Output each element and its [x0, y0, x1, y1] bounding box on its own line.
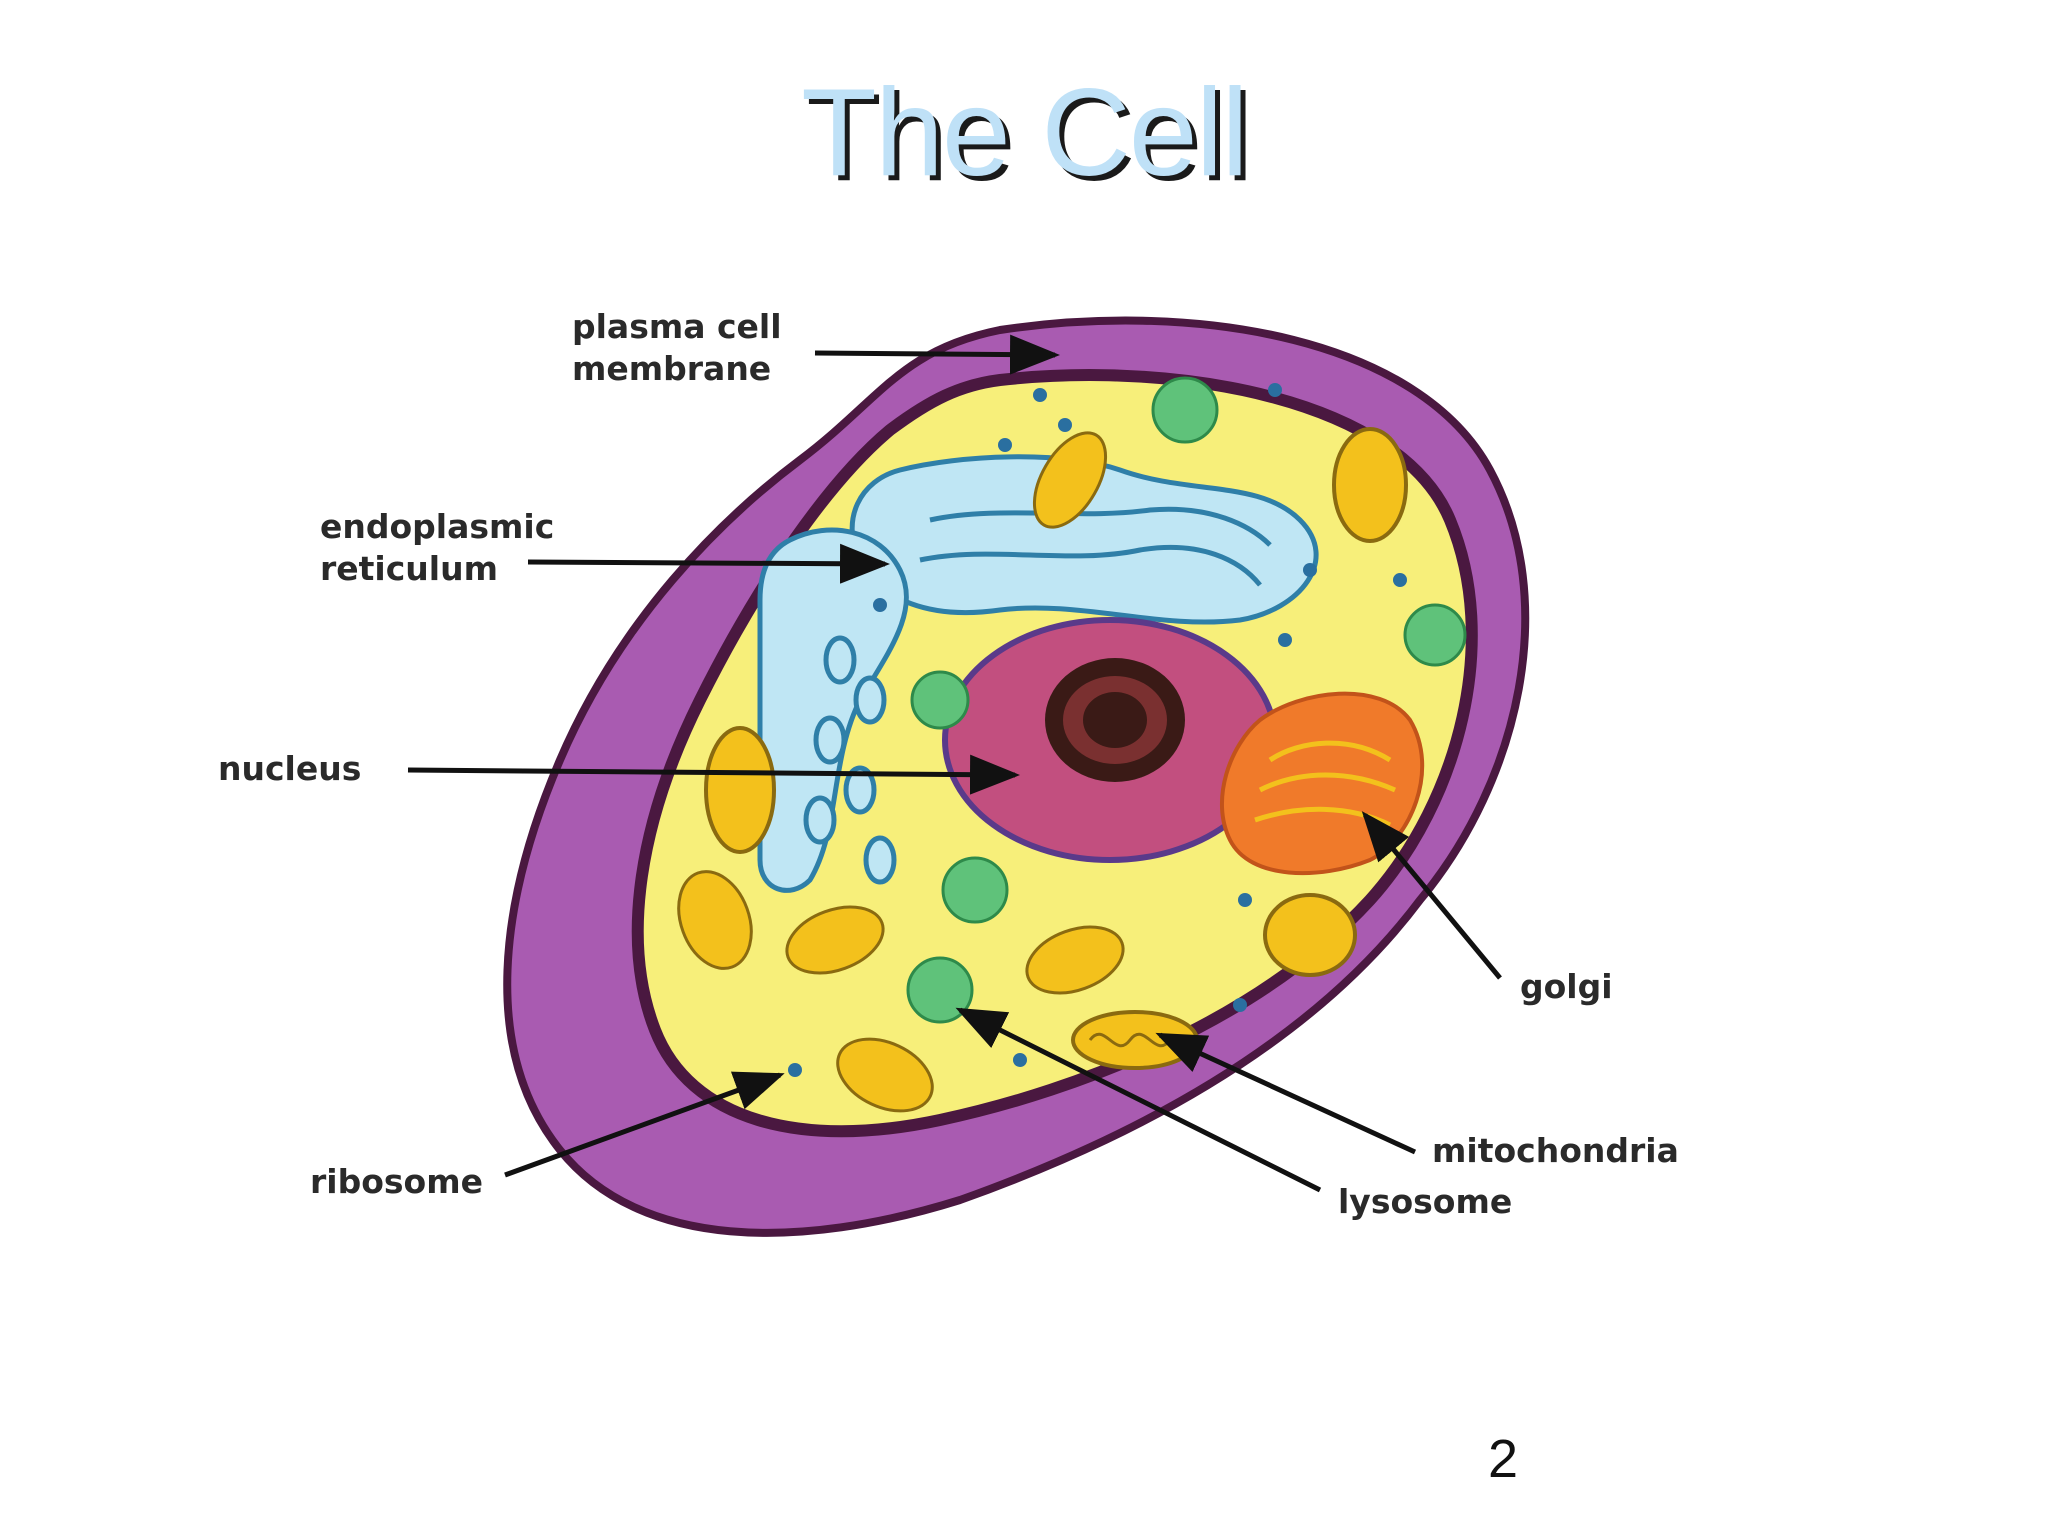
label-membrane-line1: plasma cell: [572, 307, 782, 346]
label-er-line1: endoplasmic: [320, 507, 554, 546]
endoplasmic-reticulum: [757, 454, 1319, 893]
label-golgi: golgi: [1520, 967, 1613, 1006]
pointer-arrows: [407, 334, 1502, 1193]
nucleus: [942, 617, 1278, 863]
lysosomes: [906, 376, 1467, 1024]
page-number: 2: [1488, 1429, 1519, 1489]
label-er-line2: reticulum: [320, 549, 498, 588]
label-lysosome: lysosome: [1338, 1182, 1512, 1221]
label-mitochondria: mitochondria: [1432, 1131, 1679, 1170]
label-nucleus: nucleus: [218, 749, 361, 788]
ribosomes: [788, 383, 1407, 1077]
label-membrane-line2: membrane: [572, 349, 771, 388]
slide-title: The Cell: [801, 64, 1249, 202]
label-ribosome: ribosome: [310, 1162, 483, 1201]
